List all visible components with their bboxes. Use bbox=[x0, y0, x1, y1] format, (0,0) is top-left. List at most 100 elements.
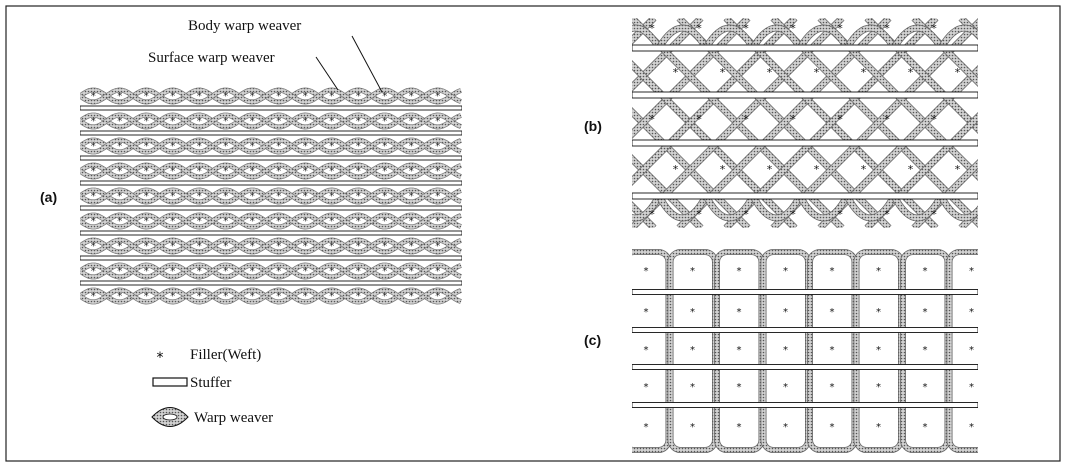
filler-mark: * bbox=[170, 191, 175, 202]
filler-mark: * bbox=[144, 141, 149, 152]
filler-mark: * bbox=[767, 66, 773, 79]
filler-mark: * bbox=[250, 266, 255, 277]
filler-mark: * bbox=[923, 382, 928, 393]
filler-mark: * bbox=[276, 91, 281, 102]
filler-mark: * bbox=[790, 113, 796, 126]
filler-mark: * bbox=[783, 307, 788, 318]
warp-weaver-arch-fill bbox=[844, 194, 897, 221]
filler-mark: * bbox=[435, 166, 440, 177]
filler-mark: * bbox=[783, 345, 788, 356]
filler-mark: * bbox=[250, 166, 255, 177]
filler-mark: * bbox=[884, 22, 890, 35]
filler-mark: * bbox=[382, 141, 387, 152]
filler-mark: * bbox=[144, 166, 149, 177]
filler-mark: * bbox=[696, 22, 702, 35]
filler-mark: * bbox=[303, 191, 308, 202]
filler-mark: * bbox=[117, 216, 122, 227]
filler-mark: * bbox=[144, 291, 149, 302]
warp-weaver-arch-fill bbox=[844, 25, 897, 50]
warp-weaver-arch-fill bbox=[891, 194, 944, 221]
panel-a-weave: * * * * * * * * * * * * * * * * * * * * * * * * * * * * * * * * * * * * * * * *… bbox=[80, 87, 462, 305]
filler-mark: * bbox=[923, 266, 928, 277]
body-warp-leader bbox=[351, 35, 383, 93]
filler-mark: * bbox=[144, 91, 149, 102]
filler-mark: * bbox=[969, 422, 974, 433]
filler-mark: * bbox=[250, 191, 255, 202]
stuffer bbox=[80, 130, 462, 136]
filler-mark: * bbox=[170, 91, 175, 102]
filler-mark: * bbox=[276, 116, 281, 127]
warp-weaver-strand-fill bbox=[80, 263, 462, 279]
warp-weaver-legend-hole bbox=[162, 413, 178, 421]
filler-mark: * bbox=[644, 307, 649, 318]
filler-mark: * bbox=[830, 307, 835, 318]
stuffer bbox=[80, 280, 462, 286]
warp-weaver-arch-fill bbox=[656, 194, 709, 221]
filler-mark: * bbox=[356, 241, 361, 252]
filler-mark: * bbox=[197, 291, 202, 302]
filler-mark: * bbox=[435, 291, 440, 302]
filler-mark: * bbox=[382, 191, 387, 202]
filler-mark: * bbox=[329, 216, 334, 227]
filler-mark: * bbox=[197, 166, 202, 177]
filler-mark: * bbox=[790, 22, 796, 35]
warp-weaver-arch-fill bbox=[703, 25, 756, 50]
filler-mark: * bbox=[720, 163, 726, 176]
filler-mark: * bbox=[276, 166, 281, 177]
filler-mark: * bbox=[737, 422, 742, 433]
filler-mark: * bbox=[690, 345, 695, 356]
filler-mark: * bbox=[329, 241, 334, 252]
stuffer-legend-label: Stuffer bbox=[190, 375, 231, 391]
filler-mark: * bbox=[908, 66, 914, 79]
filler-legend-symbol: * bbox=[157, 350, 164, 366]
filler-mark: * bbox=[329, 116, 334, 127]
warp-weaver-arch-fill bbox=[938, 25, 978, 50]
warp-weaver-arch-fill bbox=[938, 194, 978, 221]
filler-mark: * bbox=[223, 266, 228, 277]
filler-mark: * bbox=[409, 141, 414, 152]
filler-mark: * bbox=[969, 266, 974, 277]
filler-mark: * bbox=[303, 216, 308, 227]
filler-mark: * bbox=[876, 382, 881, 393]
filler-mark: * bbox=[276, 191, 281, 202]
warp-weaver-strand-fill bbox=[80, 113, 462, 129]
warp-weaver-arch-fill bbox=[797, 194, 850, 221]
filler-mark: * bbox=[830, 266, 835, 277]
filler-mark: * bbox=[117, 266, 122, 277]
filler-mark: * bbox=[223, 216, 228, 227]
filler-mark: * bbox=[876, 345, 881, 356]
filler-mark: * bbox=[329, 191, 334, 202]
filler-mark: * bbox=[923, 307, 928, 318]
filler-mark: * bbox=[303, 141, 308, 152]
stuffer bbox=[632, 192, 978, 200]
filler-mark: * bbox=[737, 266, 742, 277]
filler-mark: * bbox=[356, 141, 361, 152]
filler-mark: * bbox=[303, 266, 308, 277]
stuffer bbox=[80, 155, 462, 161]
filler-mark: * bbox=[250, 216, 255, 227]
warp-weaver-loop-fill bbox=[947, 249, 978, 453]
filler-mark: * bbox=[876, 422, 881, 433]
panel-c-weave: **************************************** bbox=[632, 249, 978, 453]
filler-mark: * bbox=[117, 116, 122, 127]
filler-mark: * bbox=[783, 266, 788, 277]
warp-weaver-arch-fill bbox=[656, 25, 709, 50]
filler-mark: * bbox=[382, 291, 387, 302]
filler-mark: * bbox=[435, 266, 440, 277]
filler-mark: * bbox=[931, 113, 937, 126]
filler-mark: * bbox=[837, 208, 843, 221]
filler-mark: * bbox=[276, 241, 281, 252]
filler-mark: * bbox=[737, 382, 742, 393]
stuffer bbox=[632, 289, 978, 295]
filler-mark: * bbox=[814, 66, 820, 79]
filler-mark: * bbox=[144, 191, 149, 202]
filler-mark: * bbox=[276, 216, 281, 227]
warp-weaver-arch-fill bbox=[891, 25, 944, 50]
filler-mark: * bbox=[696, 208, 702, 221]
filler-mark: * bbox=[409, 166, 414, 177]
warp-weaver-strand-fill bbox=[80, 188, 462, 204]
filler-mark: * bbox=[435, 91, 440, 102]
filler-mark: * bbox=[931, 22, 937, 35]
filler-mark: * bbox=[409, 191, 414, 202]
stuffer bbox=[632, 139, 978, 147]
